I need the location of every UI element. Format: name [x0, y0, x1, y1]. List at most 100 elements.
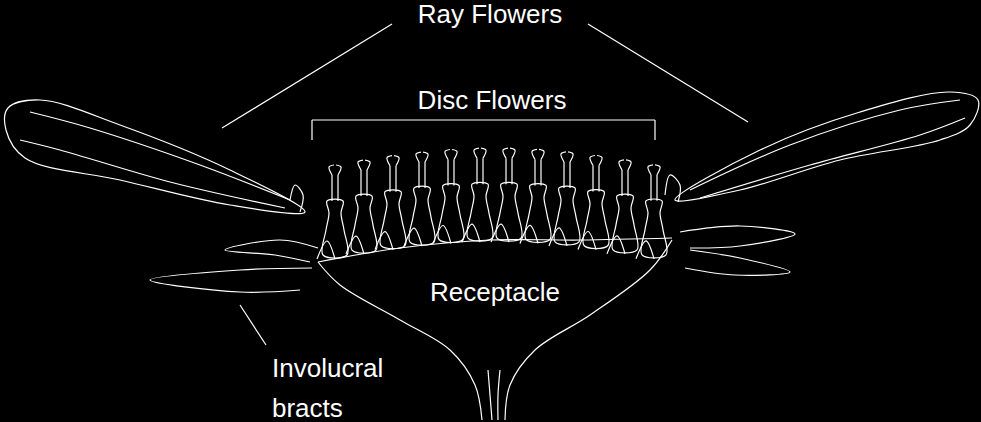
- disc-floret: [438, 184, 464, 243]
- style-branch: [597, 156, 602, 166]
- style-branch: [561, 152, 566, 162]
- petal-vein: [20, 140, 285, 208]
- petal-vein: [30, 112, 290, 200]
- stamen-tube: [592, 166, 593, 192]
- involucral-bract: [685, 250, 790, 275]
- disc-floret: [496, 182, 522, 241]
- stamen-tube: [337, 175, 338, 201]
- part-label: Involucral bracts: [272, 348, 412, 422]
- style-branch: [416, 152, 421, 162]
- receptacle-surface: [318, 238, 672, 262]
- stamen-tube: [453, 160, 454, 186]
- stamen-tube: [650, 175, 651, 201]
- disc-floret: [380, 190, 406, 249]
- floret-bract: [636, 241, 654, 259]
- part-label: Disc Flowers: [418, 80, 567, 120]
- petal-vein: [690, 100, 960, 190]
- part-label: Ray Flowers: [418, 0, 562, 34]
- floret-bract: [346, 236, 364, 254]
- leader-line: [222, 24, 392, 128]
- style-branch: [532, 149, 537, 159]
- stamen-tube: [621, 170, 622, 196]
- style-branch: [365, 160, 370, 170]
- disc-floret: [467, 182, 493, 241]
- style-branch: [626, 160, 631, 170]
- stamen-tube: [418, 162, 419, 188]
- floret-bract: [520, 225, 538, 243]
- disc-floret: [554, 186, 580, 245]
- ray-petal: [675, 92, 979, 201]
- stamen-tube: [360, 170, 361, 196]
- style-branch: [648, 165, 653, 175]
- stamen-tube: [511, 158, 512, 184]
- stamen-tube: [482, 158, 483, 184]
- ray-floret-base: [290, 185, 303, 212]
- disc-floret: [612, 194, 638, 253]
- stamen-tube: [540, 159, 541, 185]
- involucral-bract: [225, 240, 318, 262]
- part-label: Receptacle: [430, 272, 560, 312]
- ray-floret-base: [665, 175, 680, 202]
- style-branch: [329, 165, 334, 175]
- floret-bract: [549, 228, 567, 246]
- floret-bract: [462, 224, 480, 242]
- style-branch: [423, 152, 428, 162]
- leader-line: [588, 24, 748, 122]
- stamen-tube: [447, 160, 448, 186]
- involucral-bract: [680, 226, 795, 248]
- style-branch: [590, 156, 595, 166]
- stamen-tube: [331, 175, 332, 201]
- floret-bract: [433, 226, 451, 244]
- disc-floret: [409, 186, 435, 245]
- leader-line: [240, 305, 266, 345]
- petal-vein: [700, 118, 965, 198]
- disc-floret: [351, 194, 377, 253]
- floret-bract: [317, 241, 335, 259]
- stamen-tube: [424, 162, 425, 188]
- ray-petal: [5, 100, 305, 214]
- bracket: [311, 120, 312, 140]
- style-branch: [445, 150, 450, 160]
- stamen-tube: [366, 170, 367, 196]
- style-branch: [452, 150, 457, 160]
- receptacle-outline: [505, 240, 672, 420]
- stamen-tube: [395, 166, 396, 192]
- floret-bract: [607, 236, 625, 254]
- involucral-bract: [150, 268, 312, 292]
- stamen-tube: [505, 158, 506, 184]
- stamen-tube: [534, 159, 535, 185]
- style-branch: [619, 160, 624, 170]
- stem-line: [498, 370, 500, 420]
- stem-line: [488, 370, 492, 420]
- style-branch: [387, 156, 392, 166]
- style-branch: [510, 148, 515, 158]
- style-branch: [358, 160, 363, 170]
- style-branch: [394, 156, 399, 166]
- style-branch: [474, 148, 479, 158]
- bracket: [654, 120, 655, 140]
- floret-bract: [404, 228, 422, 246]
- style-branch: [655, 165, 660, 175]
- style-branch: [481, 148, 486, 158]
- bracket: [312, 119, 655, 120]
- floret-bract: [491, 224, 509, 242]
- disc-floret: [525, 184, 551, 243]
- stamen-tube: [598, 166, 599, 192]
- style-branch: [336, 165, 341, 175]
- disc-floret: [583, 190, 609, 249]
- style-branch: [539, 149, 544, 159]
- stamen-tube: [569, 162, 570, 188]
- stamen-tube: [389, 166, 390, 192]
- floret-bract: [578, 232, 596, 250]
- style-branch: [568, 152, 573, 162]
- disc-floret: [322, 199, 348, 258]
- stamen-tube: [627, 170, 628, 196]
- stamen-tube: [476, 158, 477, 184]
- stamen-tube: [656, 175, 657, 201]
- stamen-tube: [563, 162, 564, 188]
- floret-bract: [375, 232, 393, 250]
- style-branch: [503, 148, 508, 158]
- disc-floret: [641, 199, 667, 258]
